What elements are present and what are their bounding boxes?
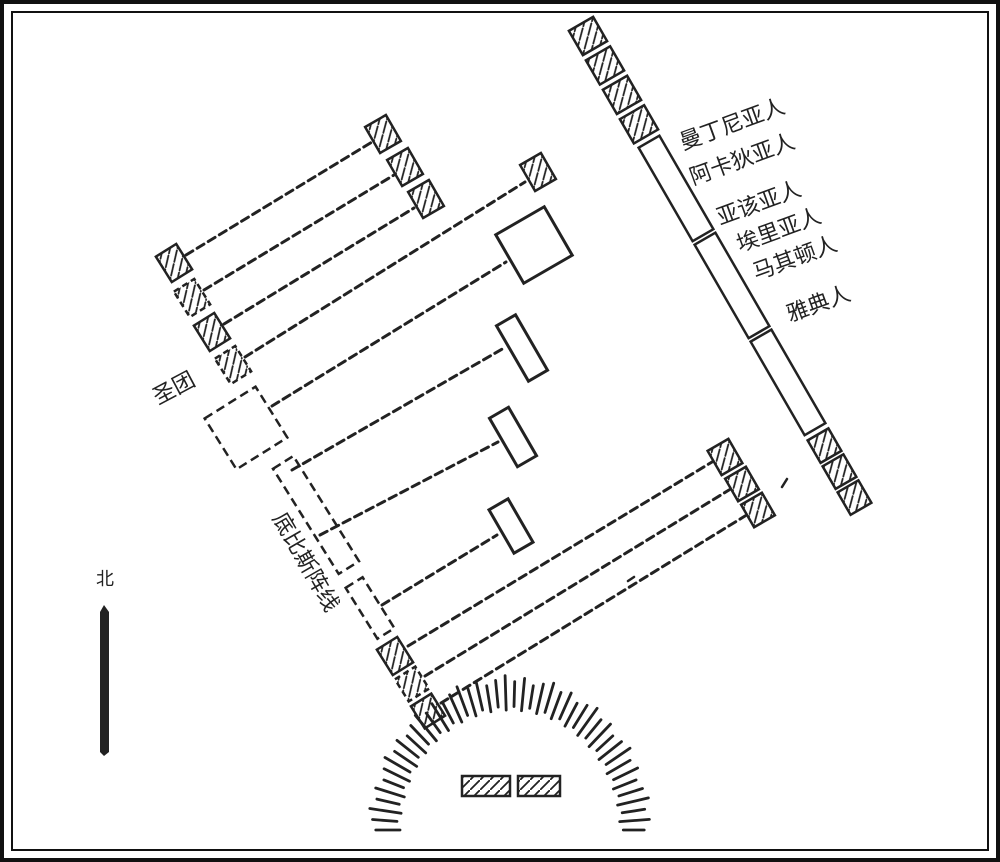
movement-line xyxy=(380,533,499,607)
advanced-unit xyxy=(518,151,558,193)
hill-hachure xyxy=(374,786,406,799)
hill-hachure xyxy=(474,680,485,712)
movement-line xyxy=(222,206,416,326)
hill-hachure xyxy=(430,702,450,732)
movement-line xyxy=(243,180,527,359)
allied-unit xyxy=(805,426,844,465)
movement-line xyxy=(439,514,747,705)
hill-hachure xyxy=(512,680,517,708)
hill-hachure xyxy=(616,796,650,807)
movement-line xyxy=(406,460,714,648)
hill-hachure xyxy=(503,674,508,712)
hill-hachure xyxy=(620,807,647,815)
hill-hachure xyxy=(520,677,526,713)
allied-unit xyxy=(567,15,609,57)
hill-hachures xyxy=(368,674,651,832)
advanced-block xyxy=(486,496,536,556)
advanced-unit xyxy=(723,465,761,503)
theban-segment xyxy=(343,575,397,641)
hill-hachure xyxy=(572,703,589,729)
theban-unit xyxy=(375,635,415,677)
theban-unit xyxy=(192,311,232,353)
allied-unit xyxy=(618,103,660,146)
movement-line xyxy=(290,346,506,472)
hill-hachure xyxy=(595,734,615,752)
allied-unit xyxy=(584,44,626,87)
movement-line xyxy=(184,140,374,257)
movement-line xyxy=(318,440,500,537)
hill-hachure xyxy=(597,740,623,761)
hill-hachure xyxy=(612,766,639,782)
hill-hachure xyxy=(612,778,638,791)
hill xyxy=(368,674,651,832)
camp-unit xyxy=(516,774,562,798)
allied-unit xyxy=(820,452,859,491)
hill-hachure xyxy=(409,724,430,746)
movement-lines xyxy=(184,140,747,705)
theban-unit xyxy=(154,242,194,284)
hill-hachure xyxy=(528,684,535,710)
hill-hachure xyxy=(368,807,403,815)
hill-hachure xyxy=(371,818,399,823)
advanced-unit xyxy=(406,178,446,220)
hill-hachure xyxy=(576,706,599,737)
hill-hachure xyxy=(485,684,493,714)
hill-hachure xyxy=(563,701,579,728)
allied-block xyxy=(636,133,716,243)
movement-line xyxy=(423,488,731,678)
allied-unit xyxy=(835,478,874,517)
camp-unit xyxy=(460,774,512,798)
hill-hachure xyxy=(604,746,632,766)
north-arrow: 北 xyxy=(96,569,114,756)
stray-mark xyxy=(780,477,789,489)
north-label: 北 xyxy=(96,569,114,590)
hill-hachure xyxy=(558,691,573,721)
allied-line xyxy=(567,15,874,517)
hill-hachure xyxy=(382,767,411,783)
hill-hachure xyxy=(405,734,428,755)
stray-marks xyxy=(626,477,789,583)
north-arrow-shape xyxy=(100,605,109,756)
advanced-block xyxy=(494,312,550,384)
hill-hachure xyxy=(413,713,438,743)
hill-hachure xyxy=(466,687,478,718)
allied-unit xyxy=(601,74,643,116)
advanced-block xyxy=(493,204,575,286)
hill-hachure xyxy=(584,718,603,740)
hill-hachure xyxy=(382,778,405,790)
advanced-unit xyxy=(385,146,425,188)
hill-hachure xyxy=(424,711,442,734)
advanced-unit xyxy=(739,491,777,529)
hill-hachure xyxy=(587,722,612,748)
movement-line xyxy=(270,260,508,408)
hill-hachure xyxy=(543,681,556,714)
allied-block xyxy=(748,327,828,437)
stray-mark xyxy=(626,575,636,583)
hill-hachure xyxy=(617,787,644,798)
advanced-unit xyxy=(363,113,403,155)
hill-hachure xyxy=(618,818,651,823)
hill-hachure xyxy=(383,756,412,774)
allied-block xyxy=(692,230,772,340)
hill-hachure xyxy=(535,682,545,715)
hill-hachure xyxy=(441,701,455,725)
hill-hachure xyxy=(549,691,563,721)
theban-segment xyxy=(271,454,361,576)
sacred-band xyxy=(202,384,290,472)
movement-line xyxy=(202,173,396,292)
hill-hachure xyxy=(605,758,632,776)
hill-hachure xyxy=(395,739,420,759)
hill-hachure xyxy=(455,685,470,717)
advanced-block xyxy=(487,405,539,469)
hill-hachure xyxy=(393,750,419,768)
hill-hachure xyxy=(375,797,401,806)
advanced-unit xyxy=(705,437,745,477)
theban-unit xyxy=(393,664,431,704)
advanced-units xyxy=(363,113,777,556)
hill-hachure xyxy=(494,679,500,709)
hill-hachure xyxy=(448,693,464,724)
